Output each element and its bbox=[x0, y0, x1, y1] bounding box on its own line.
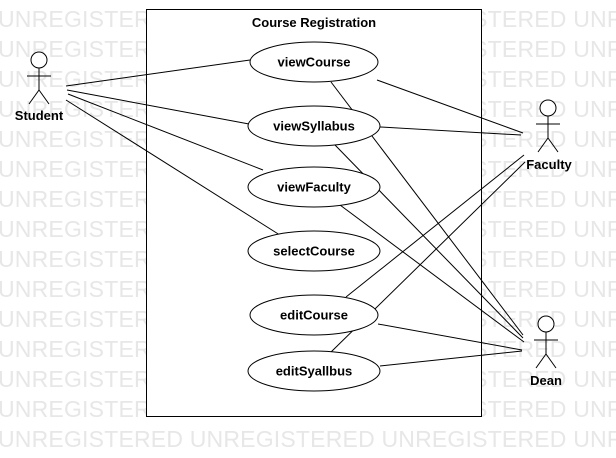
association-line-faculty-viewcourse[interactable] bbox=[376, 79, 524, 134]
use-case-label: selectCourse bbox=[273, 244, 355, 259]
use-case-editsyallbus[interactable]: editSyallbus bbox=[247, 350, 381, 392]
stick-figure-icon bbox=[27, 51, 51, 105]
association-line-student-viewcourse[interactable] bbox=[65, 59, 251, 87]
association-line-faculty-viewsyllabus[interactable] bbox=[379, 126, 522, 136]
stick-figure-icon bbox=[534, 315, 558, 369]
use-case-label: viewCourse bbox=[278, 55, 351, 70]
use-case-ellipse[interactable] bbox=[247, 166, 381, 208]
system-title: Course Registration bbox=[252, 15, 376, 30]
use-case-label: editSyallbus bbox=[276, 364, 353, 379]
use-case-ellipse[interactable] bbox=[249, 294, 379, 336]
stick-figure-icon bbox=[536, 99, 560, 153]
association-line-dean-editsyallbus[interactable] bbox=[379, 350, 523, 367]
watermark-text: UNREGISTERED UNREGISTERED UNREGISTERED U… bbox=[0, 426, 616, 452]
use-case-viewcourse[interactable]: viewCourse bbox=[249, 41, 379, 83]
association-line-dean-viewfaculty[interactable] bbox=[339, 204, 525, 343]
association-line-dean-editcourse[interactable] bbox=[377, 323, 523, 351]
use-case-editcourse[interactable]: editCourse bbox=[249, 294, 379, 336]
actor-label: Faculty bbox=[526, 157, 572, 172]
actor-label: Student bbox=[15, 108, 64, 123]
use-case-ellipse[interactable] bbox=[247, 230, 381, 272]
use-case-viewsyllabus[interactable]: viewSyllabus bbox=[247, 105, 381, 147]
association-line-student-viewfaculty[interactable] bbox=[67, 93, 264, 171]
association-line-student-viewsyllabus[interactable] bbox=[66, 89, 250, 125]
actor-faculty[interactable]: Faculty bbox=[526, 99, 573, 172]
association-line-student-selectcourse[interactable] bbox=[65, 99, 284, 238]
use-case-label: viewSyllabus bbox=[273, 119, 355, 134]
actor-dean[interactable]: Dean bbox=[530, 315, 562, 388]
use-case-label: viewFaculty bbox=[277, 180, 351, 195]
actor-student[interactable]: Student bbox=[15, 51, 64, 123]
association-line-faculty-editcourse[interactable] bbox=[345, 154, 525, 298]
actor-label: Dean bbox=[530, 373, 562, 388]
use-case-ellipse[interactable] bbox=[247, 350, 381, 392]
use-case-selectcourse[interactable]: selectCourse bbox=[247, 230, 381, 272]
use-case-label: editCourse bbox=[280, 308, 348, 323]
use-case-ellipse[interactable] bbox=[249, 41, 379, 83]
use-case-ellipse[interactable] bbox=[247, 105, 381, 147]
use-case-viewfaculty[interactable]: viewFaculty bbox=[247, 166, 381, 208]
